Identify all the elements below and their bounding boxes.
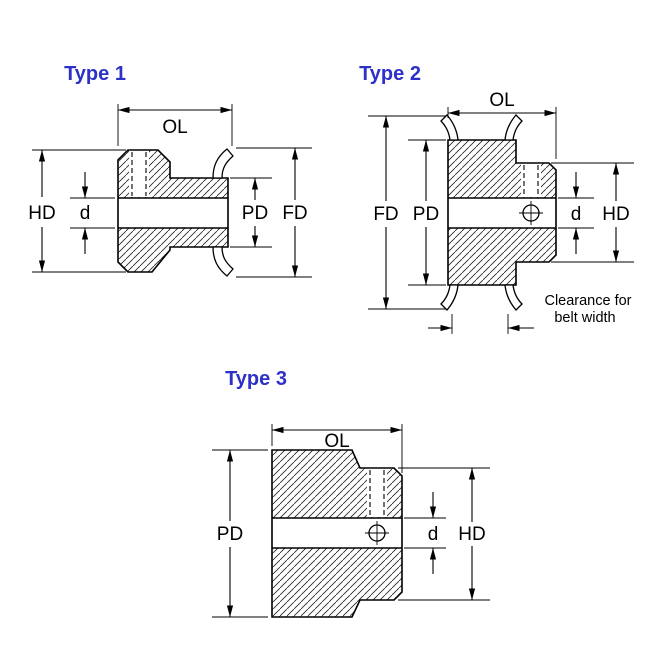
type2-label-d: d — [571, 204, 582, 225]
type3-label-hd: HD — [458, 524, 485, 545]
type2-dimensions: OL FD PD d HD Clearance for belt width — [368, 90, 634, 334]
type1-label-hd: HD — [28, 203, 55, 224]
type2-flange-bottom-right — [504, 284, 523, 311]
type2-setscrew-hole — [521, 163, 541, 197]
type3-title: Type 3 — [225, 368, 287, 390]
type3-crosshole-crosshair — [365, 521, 389, 545]
type3-label-ol: OL — [324, 431, 349, 452]
type2-flange-bottom-left — [440, 284, 459, 311]
type1-label-fd: FD — [282, 203, 307, 224]
type1-label-d: d — [80, 203, 91, 224]
type1-figure: Type 1 OL HD d PD FD — [28, 63, 312, 278]
type2-label-fd: FD — [373, 204, 398, 225]
type2-flange-top-right — [504, 114, 523, 141]
type3-part-drawing — [271, 449, 403, 618]
type1-dimensions: OL HD d PD FD — [28, 104, 312, 278]
type2-flange-top-left — [440, 114, 459, 141]
type2-setscrew-thread-lines — [523, 165, 539, 197]
type2-figure: Type 2 — [359, 63, 634, 334]
type1-extension-lines — [32, 104, 312, 278]
type1-setscrew-thread-lines — [131, 152, 147, 196]
type1-bore-lines — [118, 197, 228, 229]
type2-note-line2: belt width — [554, 310, 615, 326]
type1-setscrew-hole — [129, 150, 149, 197]
type2-label-ol: OL — [489, 90, 514, 111]
type2-title: Type 2 — [359, 63, 421, 85]
type1-body-outline — [117, 149, 229, 273]
type2-body-outline — [447, 139, 557, 286]
type3-label-pd: PD — [217, 524, 243, 545]
type2-crosshole-crosshair — [519, 201, 543, 225]
type3-setscrew-hole — [367, 468, 387, 517]
type3-label-d: d — [428, 524, 439, 545]
type1-part-drawing — [117, 148, 234, 277]
type3-figure: Type 3 OL PD d HD — [212, 368, 490, 618]
type3-bore-lines — [272, 517, 402, 549]
type1-flange-bottom — [212, 246, 234, 277]
type3-body-outline — [271, 449, 403, 618]
type2-part-drawing — [440, 114, 557, 311]
type2-label-hd: HD — [602, 204, 629, 225]
type1-label-pd: PD — [242, 203, 268, 224]
type2-bore-lines — [448, 197, 556, 229]
type1-bore — [118, 198, 228, 228]
type3-dimensions: OL PD d HD — [212, 424, 490, 618]
type1-flange-top — [212, 148, 234, 179]
type2-label-pd: PD — [413, 204, 439, 225]
type1-label-ol: OL — [162, 117, 187, 138]
type1-title: Type 1 — [64, 63, 126, 85]
type3-extension-lines — [212, 424, 490, 618]
type2-note-line1: Clearance for — [544, 293, 631, 309]
